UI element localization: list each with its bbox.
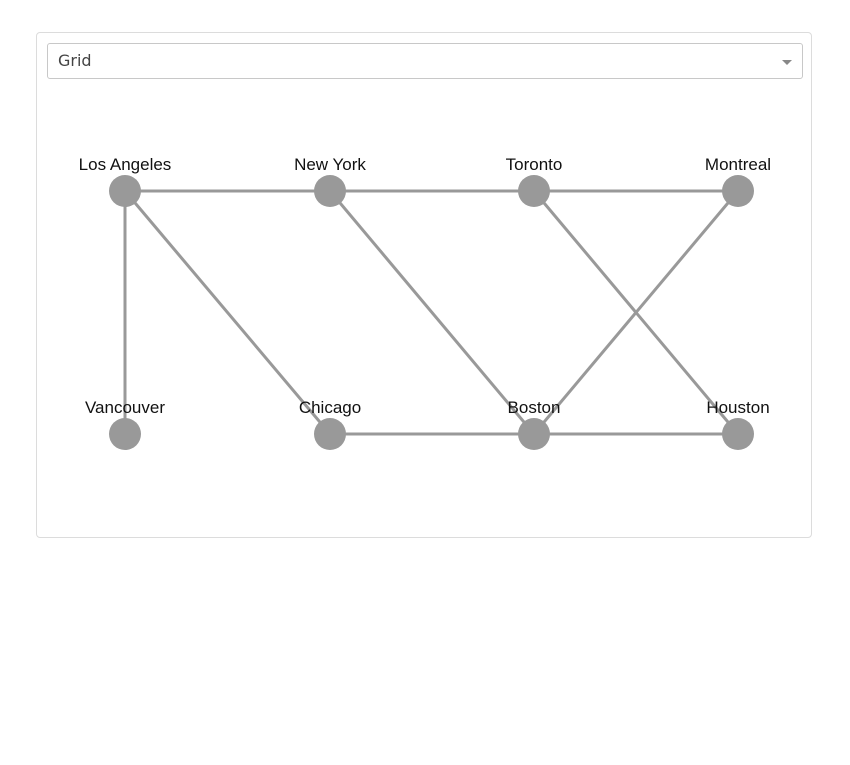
node-hou[interactable]: Houston — [706, 398, 770, 450]
edges-layer — [123, 189, 740, 436]
node-label: New York — [294, 155, 366, 174]
layout-select-value: Grid — [58, 51, 92, 70]
node-circle[interactable] — [314, 175, 346, 207]
node-circle[interactable] — [314, 418, 346, 450]
node-label: Toronto — [506, 155, 563, 174]
node-circle[interactable] — [722, 418, 754, 450]
chevron-down-icon — [782, 60, 792, 65]
node-tor[interactable]: Toronto — [506, 155, 563, 207]
node-chi[interactable]: Chicago — [299, 398, 361, 450]
layout-select[interactable]: Grid — [47, 43, 803, 79]
node-label: Montreal — [705, 155, 771, 174]
node-circle[interactable] — [109, 175, 141, 207]
edge-la-chi — [123, 190, 332, 435]
node-circle[interactable] — [722, 175, 754, 207]
node-van[interactable]: Vancouver — [85, 398, 165, 450]
node-label: Chicago — [299, 398, 361, 417]
node-circle[interactable] — [109, 418, 141, 450]
edge-ny-bos — [328, 190, 536, 435]
node-label: Vancouver — [85, 398, 165, 417]
node-la[interactable]: Los Angeles — [79, 155, 172, 207]
node-bos[interactable]: Boston — [508, 398, 561, 450]
node-ny[interactable]: New York — [294, 155, 366, 207]
node-label: Los Angeles — [79, 155, 172, 174]
node-label: Boston — [508, 398, 561, 417]
node-mtl[interactable]: Montreal — [705, 155, 771, 207]
graph-panel: Grid — [36, 32, 812, 538]
node-circle[interactable] — [518, 418, 550, 450]
node-circle[interactable] — [518, 175, 550, 207]
nodes-layer: Los Angeles New York Toronto MontrealVancou… — [79, 155, 771, 450]
edge-mtl-bos — [532, 190, 740, 435]
node-label: Houston — [706, 398, 769, 417]
